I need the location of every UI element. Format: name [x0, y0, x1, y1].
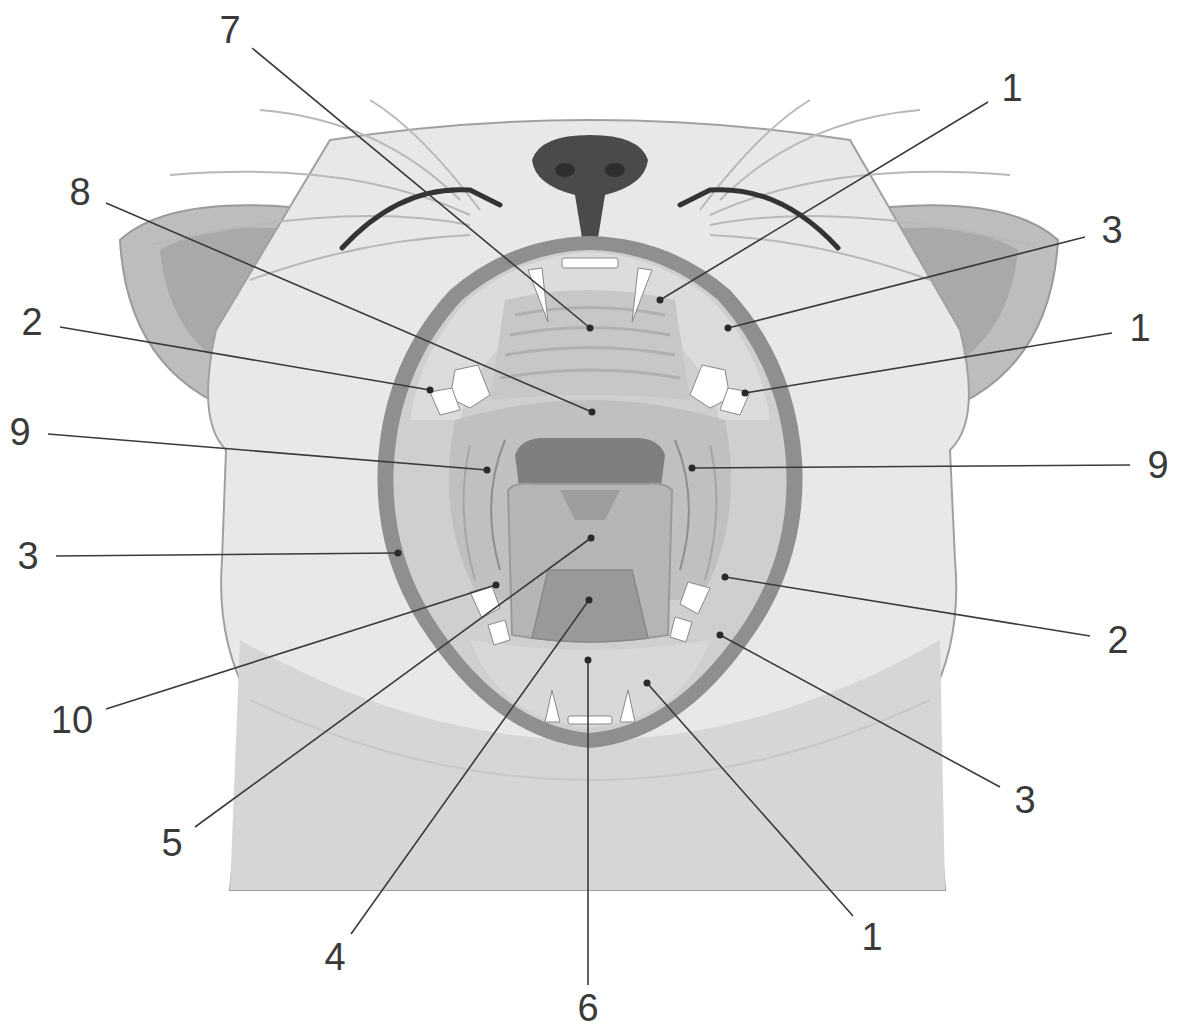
- callout-number: 3: [1101, 211, 1122, 249]
- upper-incisors: [562, 258, 618, 268]
- callout-number: 6: [577, 989, 598, 1027]
- lower-molar: [670, 617, 692, 642]
- nostril: [605, 163, 625, 177]
- upper-canine: [632, 268, 652, 322]
- hard-palate: [490, 290, 690, 400]
- nostril: [555, 163, 575, 177]
- callout-number: 3: [1014, 781, 1035, 819]
- callout-number: 9: [1147, 446, 1168, 484]
- callout-number: 2: [21, 303, 42, 341]
- callout-number: 8: [69, 173, 90, 211]
- lower-molar: [488, 620, 510, 645]
- leader-lines: [48, 48, 1130, 985]
- upper-gum: [410, 252, 770, 420]
- callout-number: 5: [161, 824, 182, 862]
- lower-molar: [680, 582, 710, 614]
- palatoglossal-arch: [491, 440, 505, 570]
- upper-canine: [528, 268, 548, 322]
- callout-number: 2: [1107, 621, 1128, 659]
- callout-number: 1: [861, 918, 882, 956]
- fold: [464, 445, 475, 580]
- callout-number: 4: [324, 938, 345, 976]
- upper-molar: [430, 388, 460, 415]
- tongue-tip: [532, 570, 648, 642]
- oral-cavity: [393, 250, 786, 733]
- palatoglossal-arch: [675, 440, 689, 570]
- lower-canine: [620, 690, 635, 722]
- palate-ridges: [500, 308, 680, 379]
- callout-number: 1: [1129, 309, 1150, 347]
- tongue-groove: [560, 490, 620, 520]
- callout-number: 1: [1001, 69, 1022, 107]
- mouth-floor: [470, 640, 710, 728]
- lip-line: [680, 190, 838, 248]
- lip-line: [342, 190, 500, 248]
- lower-incisors: [568, 716, 612, 724]
- fold: [705, 445, 716, 580]
- lower-molar: [470, 586, 500, 618]
- lip-band: [377, 236, 802, 748]
- lower-canine: [545, 690, 560, 722]
- callout-number: 3: [17, 537, 38, 575]
- upper-molar: [720, 388, 750, 415]
- tongue: [508, 484, 672, 642]
- callout-number: 7: [219, 11, 240, 49]
- callout-number: 9: [9, 413, 30, 451]
- leader-dots: [395, 297, 749, 687]
- callout-number: 10: [51, 701, 93, 739]
- nose: [532, 135, 648, 238]
